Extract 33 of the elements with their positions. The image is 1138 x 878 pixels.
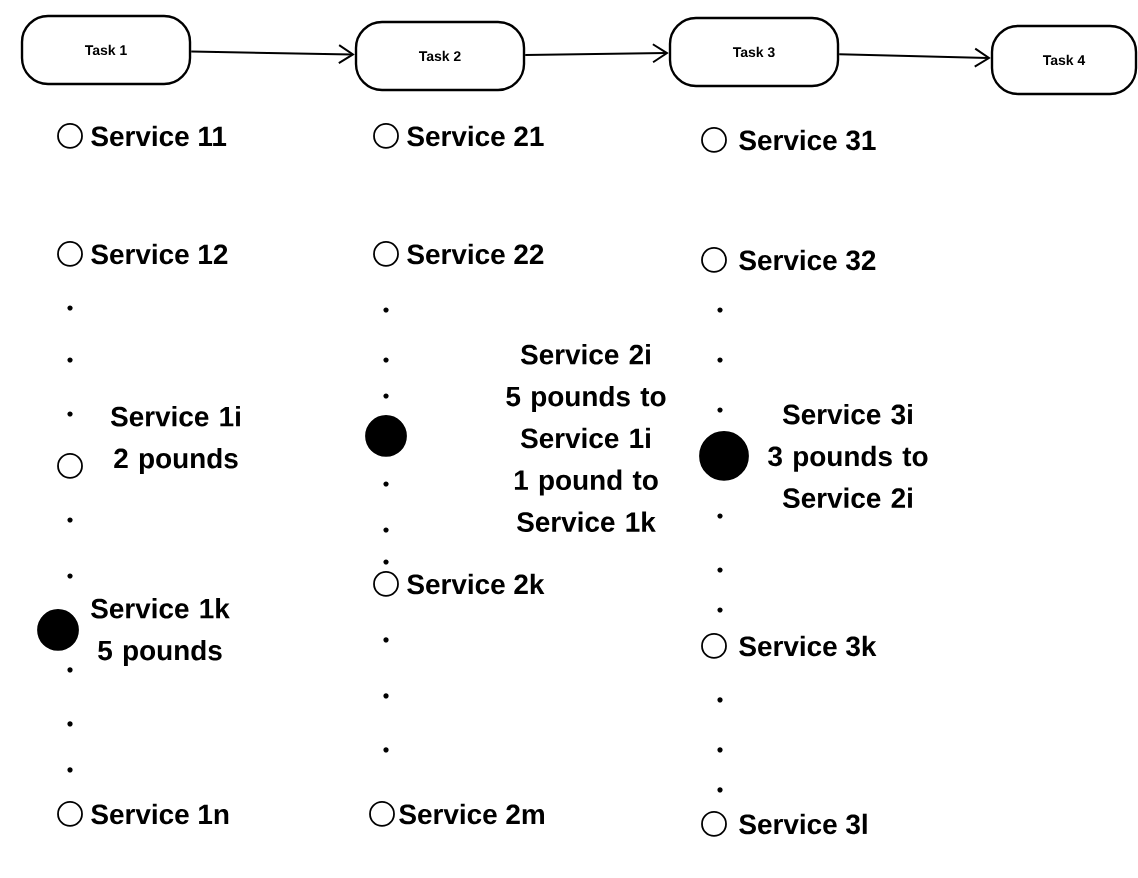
service-label: Service 3k — [739, 635, 877, 657]
service-label: Service 3l — [739, 813, 867, 835]
arrow — [838, 47, 991, 68]
circle-marker — [701, 247, 727, 273]
service-label: Service 3i 3 pounds to Service 2i — [768, 403, 928, 509]
circle-marker — [373, 123, 399, 149]
service-label: Service 22 — [407, 243, 544, 265]
circle-marker — [57, 453, 83, 479]
service-label: Service 2i 5 pounds to Service 1i 1 pound to Service 1k — [506, 344, 666, 532]
service-label: Service 2m — [399, 803, 544, 825]
service-label: Service 32 — [739, 249, 876, 271]
service-label: Service 31 — [739, 129, 876, 151]
service-label: Service 21 — [407, 125, 544, 147]
circle-marker — [57, 241, 83, 267]
filled-circle — [365, 415, 407, 457]
service-label: Service 1k 5 pounds — [91, 598, 230, 666]
circle-marker — [369, 801, 395, 827]
arrow — [524, 43, 669, 64]
circle-marker — [701, 811, 727, 837]
circle-marker — [701, 127, 727, 153]
circle-marker — [373, 241, 399, 267]
filled-circle — [699, 431, 749, 481]
service-label: Service 2k — [407, 573, 545, 595]
service-label: Service 11 — [91, 125, 227, 147]
circle-marker — [57, 123, 83, 149]
circle-marker — [373, 571, 399, 597]
arrow — [190, 44, 355, 65]
service-label: Service 1n — [91, 803, 229, 825]
circle-marker — [701, 633, 727, 659]
filled-circle — [37, 609, 79, 651]
service-label: Service 12 — [91, 243, 228, 265]
service-label: Service 1i 2 pounds — [110, 406, 240, 474]
circle-marker — [57, 801, 83, 827]
